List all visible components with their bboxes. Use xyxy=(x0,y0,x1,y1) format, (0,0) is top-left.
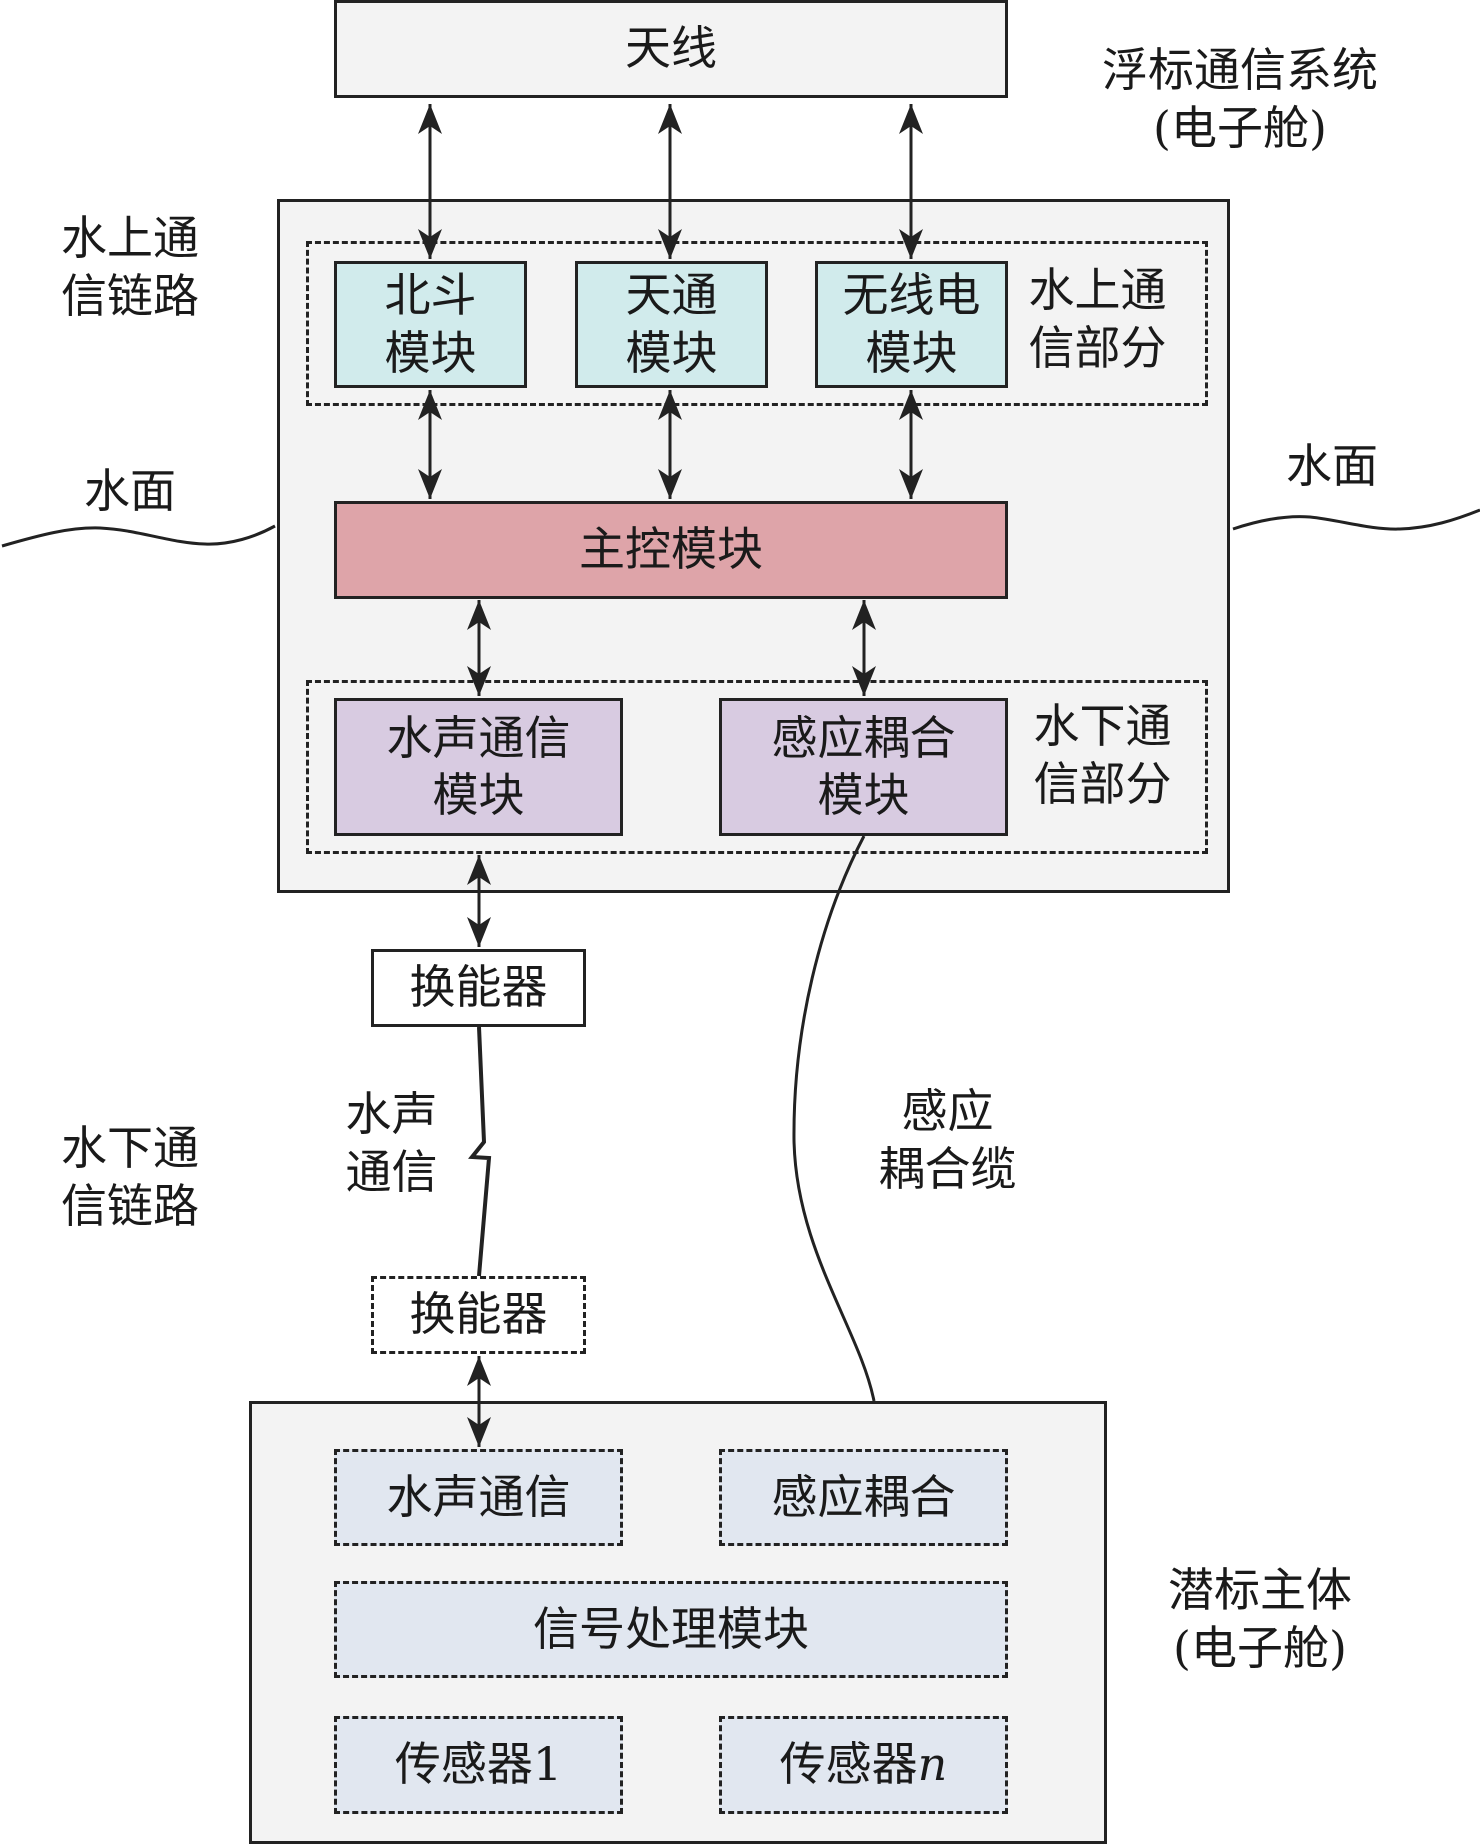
main-control-label: 主控模块 xyxy=(579,522,763,577)
above-water-section-label: 水上通 信部分 xyxy=(1028,263,1167,375)
sensor-1-label: 传感器1 xyxy=(394,1737,563,1792)
sensor-n-prefix: 传感器 xyxy=(779,1737,918,1792)
above-water-section xyxy=(306,241,1208,406)
tiantong-module: 天通 模块 xyxy=(575,261,768,388)
sensor-n-index: n xyxy=(917,1737,948,1792)
transducer-top-label: 换能器 xyxy=(409,960,548,1015)
water-surface-wave-right xyxy=(1232,508,1480,531)
transducer-bottom: 换能器 xyxy=(371,1276,586,1354)
underwater-link-label: 水下通 信链路 xyxy=(61,1121,199,1233)
beidou-module-label: 北斗 模块 xyxy=(384,268,477,380)
inductive-cable-label: 感应 耦合缆 xyxy=(878,1084,1017,1196)
acoustic-comm-module-label: 水声通信 模块 xyxy=(386,710,571,823)
inductive-coupling-module: 感应耦合 模块 xyxy=(719,698,1008,836)
beidou-module: 北斗 模块 xyxy=(334,261,527,388)
water-surface-wave-left xyxy=(1,524,276,548)
sensor-1-module: 传感器1 xyxy=(334,1716,623,1814)
water-surface-label-right: 水面 xyxy=(1286,439,1378,493)
acoustic-comm-link-label: 水声 通信 xyxy=(345,1087,438,1199)
sensor-n-label: 传感器n xyxy=(780,1736,948,1794)
transducer-bottom-label: 换能器 xyxy=(409,1287,548,1342)
antenna-label: 天线 xyxy=(625,21,717,76)
above-water-link-label: 水上通 信链路 xyxy=(61,211,199,323)
water-surface-label-left: 水面 xyxy=(84,464,176,518)
underwater-section-label: 水下通 信部分 xyxy=(1033,699,1172,811)
sub-acoustic-label: 水声通信 xyxy=(386,1469,571,1524)
transducer-top: 换能器 xyxy=(371,949,586,1027)
radio-module-label: 无线电 模块 xyxy=(842,268,981,380)
submersible-label: 潜标主体 (电子舱) xyxy=(1168,1563,1352,1675)
sub-acoustic-module: 水声通信 xyxy=(334,1449,623,1546)
signal-processing-module: 信号处理模块 xyxy=(334,1581,1008,1678)
tiantong-module-label: 天通 模块 xyxy=(625,268,718,380)
antenna-box: 天线 xyxy=(334,0,1008,98)
acoustic-comm-module: 水声通信 模块 xyxy=(334,698,623,836)
underwater-section xyxy=(306,680,1208,854)
sub-inductive-module: 感应耦合 xyxy=(719,1449,1008,1546)
main-control-module: 主控模块 xyxy=(334,501,1008,599)
acoustic-link-zigzag xyxy=(468,1026,492,1277)
sub-inductive-label: 感应耦合 xyxy=(771,1469,956,1524)
buoy-system-label: 浮标通信系统 (电子舱) xyxy=(1102,43,1378,155)
sensor-n-module: 传感器n xyxy=(719,1716,1008,1814)
radio-module: 无线电 模块 xyxy=(815,261,1008,388)
signal-processing-label: 信号处理模块 xyxy=(533,1601,809,1656)
inductive-coupling-module-label: 感应耦合 模块 xyxy=(771,710,956,823)
